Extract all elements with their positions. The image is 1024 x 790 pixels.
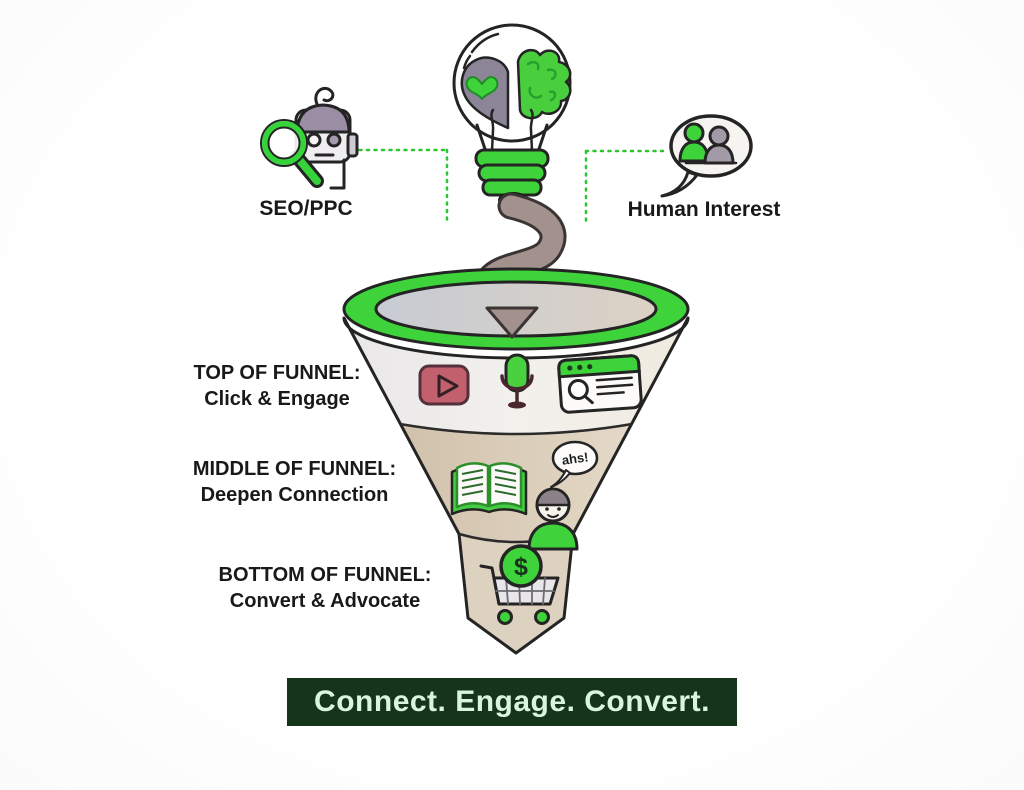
stage-subtitle: Click & Engage [204, 388, 350, 410]
human-interest-label: Human Interest [627, 198, 781, 221]
right-dotted-connector [584, 149, 670, 225]
stage-title: MIDDLE OF FUNNEL: [192, 458, 397, 480]
person-testimonial-icon: ahs! [527, 440, 599, 551]
video-play-icon [418, 364, 470, 406]
podcast-microphone-icon [500, 353, 534, 409]
stage-label-top-of-funnel: TOP OF FUNNEL: Click & Engage [142, 360, 412, 412]
lightbulb-heart-brain-icon [452, 23, 572, 208]
people-chat-icon [660, 114, 753, 198]
stage-label-middle-of-funnel: MIDDLE OF FUNNEL: Deepen Connection [157, 456, 432, 508]
seo-ppc-label: SEO/PPC [259, 197, 353, 220]
browser-search-icon [557, 354, 643, 414]
stage-subtitle: Deepen Connection [200, 484, 389, 506]
brain-half-icon [516, 48, 572, 120]
left-dotted-connector [350, 148, 449, 225]
bulb-screw-base [474, 148, 550, 197]
stage-subtitle: Convert & Advocate [229, 590, 421, 612]
robot-search-icon [260, 86, 359, 190]
stage-label-bottom-of-funnel: BOTTOM OF FUNNEL: Convert & Advocate [190, 562, 460, 614]
dollar-sign-text: $ [514, 553, 528, 581]
tagline-banner: Connect. Engage. Convert. [287, 678, 737, 726]
open-book-icon [450, 462, 528, 516]
shopping-cart-dollar-icon: $ [479, 544, 560, 625]
stage-title: TOP OF FUNNEL: [193, 362, 361, 384]
speech-bubble-text: ahs! [561, 449, 590, 468]
stage-title: BOTTOM OF FUNNEL: [218, 564, 432, 586]
heart-half-icon [460, 56, 510, 130]
